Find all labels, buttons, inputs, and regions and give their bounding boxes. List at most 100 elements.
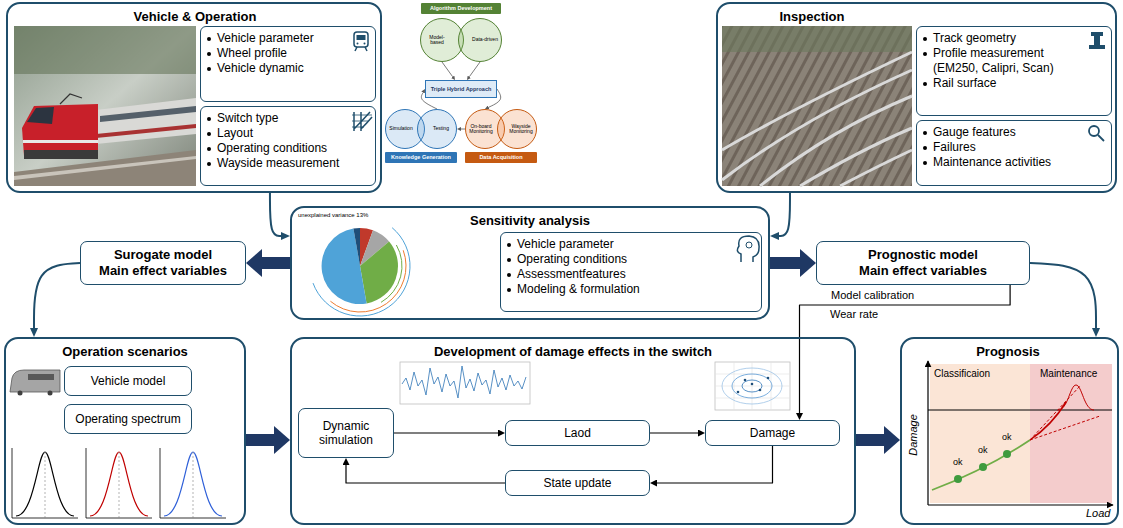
icon-part [355, 47, 367, 51]
group-panel: Vehicle & OperationVehicle parameterWhee… [6, 2, 382, 193]
group-panel: Development of damage effects in the swi… [290, 337, 856, 525]
signal-trace [402, 366, 526, 398]
block-arrow [856, 434, 884, 446]
carriage-stripe [96, 124, 196, 138]
magnifier-icon [1089, 126, 1104, 141]
group-panel: Sensitivity analysisVehicle parameterOpe… [290, 206, 770, 320]
chart-annotation: unexplained variance 13% [298, 212, 368, 219]
ok-point [954, 475, 962, 483]
plot-axes [160, 448, 226, 518]
damage-curve [932, 440, 1030, 490]
bullet-item: Profile measurement (EM250, Calipri, Sca… [921, 46, 1085, 76]
rail [722, 52, 912, 150]
signal-plot [400, 362, 530, 404]
ok-point [1003, 450, 1011, 458]
process-box: Damage [705, 420, 840, 446]
connector-arrow [1030, 263, 1096, 328]
forecast-bound [1030, 386, 1100, 440]
process-box: Operating spectrum [64, 404, 192, 434]
status-label: ok [1002, 432, 1012, 443]
vehicle-model-image [10, 370, 60, 396]
bullet-item: Track geometry [921, 31, 1085, 46]
model-box: Prognostic modelMain effect variables [816, 241, 1030, 285]
bullet-item: Wheel profile [205, 46, 351, 61]
prognosis-chart [928, 361, 1113, 505]
bullet-list-box: Vehicle parameterOperating conditionsAss… [500, 232, 762, 312]
pie-slice [360, 242, 398, 304]
rail [800, 128, 912, 186]
process-box: Vehicle model [64, 366, 192, 396]
icon-part [1098, 135, 1104, 141]
node-text: Testing [433, 126, 449, 132]
operating-spectrum-plots [12, 448, 226, 518]
model-box: Surogate modelMain effect variables [80, 241, 246, 285]
group-panel: Prognosis [900, 337, 1119, 525]
bullet-list-box: Switch typeLayoutOperating conditionsWay… [200, 106, 376, 186]
train-carriage [96, 98, 196, 144]
vehicle-wheel [18, 391, 23, 396]
block-arrow [262, 257, 290, 269]
node-text: Dynamic simulation [305, 419, 387, 448]
group-panel: InspectionTrack geometryProfile measurem… [716, 2, 1117, 193]
node-text: Model-based [423, 35, 451, 46]
node-text: Laod [564, 426, 591, 440]
bullet-item: Vehicle parameter [205, 31, 351, 46]
forecast-distribution [1058, 385, 1094, 410]
photo-vegetation [722, 26, 912, 52]
approach-box: Triple Hybrid Approach [425, 80, 497, 98]
node-text: Simulation [389, 126, 412, 132]
node-text: Damage [750, 426, 795, 440]
edge-label: Model calibration [830, 289, 915, 302]
panel-heading: Development of damage effects in the swi… [434, 344, 712, 359]
bullet-list-box: Track geometryProfile measurement (EM250… [916, 26, 1112, 116]
bullet-list-box: Vehicle parameterWheel profileVehicle dy… [200, 26, 376, 102]
node-text: Algorithm Development [430, 6, 492, 12]
node-text: On-board Monitoring [468, 124, 494, 135]
node-text: State update [543, 476, 611, 490]
venn-circle: Data-driven [458, 18, 502, 62]
node-text: Main effect variables [99, 263, 227, 279]
bullet-item: Layout [205, 126, 351, 141]
block-arrow [770, 257, 800, 269]
plot-frame [715, 362, 790, 410]
carriage-windows [100, 106, 196, 122]
plot-axes [86, 448, 152, 518]
panel-heading: Sensitivity analysis [470, 213, 590, 228]
connector-arrow [34, 263, 80, 328]
node-text: Prognostic model [868, 247, 978, 263]
bullet-item: Operating conditions [505, 252, 731, 267]
maintenance-region [1030, 364, 1112, 503]
locomotive-body [22, 104, 98, 156]
ok-point [979, 463, 987, 471]
connector-arrow [657, 446, 773, 483]
plot-frame [400, 362, 530, 404]
venn-circle: Testing [417, 109, 457, 149]
head-icon [737, 236, 759, 262]
status-label: ok [953, 457, 963, 468]
bullet-item: Vehicle dynamic [205, 61, 351, 76]
bullet-item: Vehicle parameter [505, 237, 731, 252]
plot-axes [12, 448, 78, 518]
node-text: Surogate model [114, 247, 212, 263]
bullet-item: Gauge features [921, 125, 1085, 140]
connector-arrow [442, 62, 453, 77]
category-bar: Knowledge Generation [385, 152, 457, 163]
data-point [751, 383, 754, 386]
pie-ring [381, 245, 402, 302]
contour [742, 380, 762, 392]
block-arrow [246, 434, 274, 446]
node-text: Triple Hybrid Approach [431, 86, 492, 92]
connector-arrow [346, 465, 505, 483]
node-text: Operating spectrum [75, 412, 180, 426]
connector-arrow [394, 432, 498, 433]
vehicle-body [10, 370, 60, 392]
data-point [737, 391, 740, 394]
icon-part [737, 236, 759, 262]
pantograph [60, 94, 82, 104]
mean-line [45, 452, 193, 518]
group-panel: Operation scenariosVehicle modelOperatin… [4, 337, 246, 525]
photo-background [722, 26, 912, 186]
contour [732, 374, 772, 398]
train-icon [354, 32, 368, 51]
